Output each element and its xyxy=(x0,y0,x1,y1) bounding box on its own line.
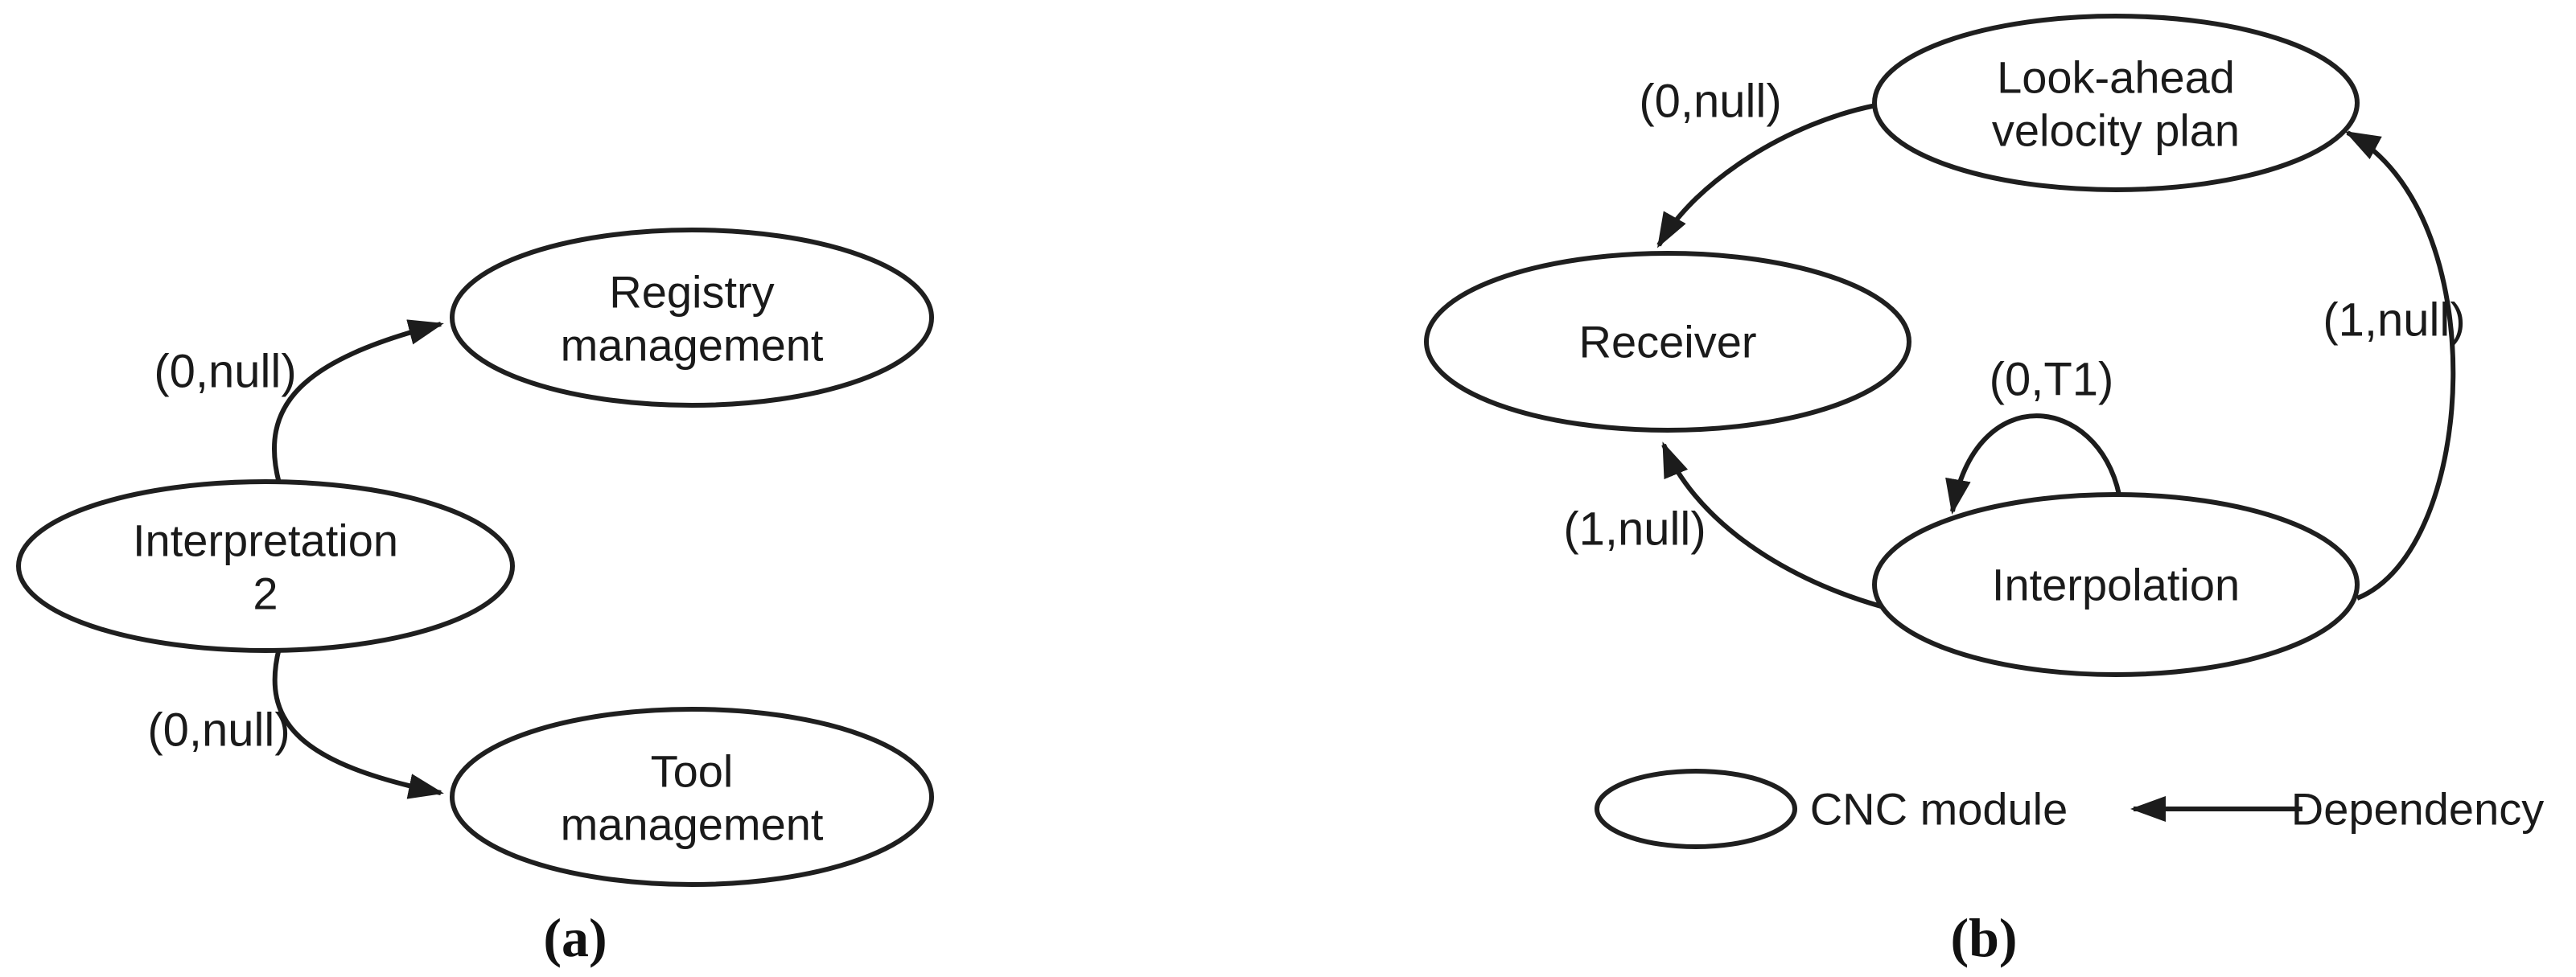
node-receiver-ellipse xyxy=(1424,251,1911,433)
legend-dependency-label: Dependency xyxy=(2291,784,2544,835)
edge-interpolation-to-lookahead xyxy=(2344,130,2456,601)
edge-interpolation-self-loop xyxy=(1945,413,2121,515)
edge-label-interpretation2-to-tool: (0,null) xyxy=(147,704,290,757)
edge-interpretation2-to-registry xyxy=(271,319,444,484)
node-tool-management-label-line2: management xyxy=(561,799,824,850)
edge-interpolation-to-receiver xyxy=(1661,441,1882,609)
node-interpretation2-ellipse xyxy=(16,479,515,653)
edge-label-interpretation2-to-registry: (0,null) xyxy=(154,346,296,398)
node-registry-management-label-line1: Registry xyxy=(609,267,774,318)
edge-label-interpolation-to-receiver: (1,null) xyxy=(1563,503,1706,556)
caption-a: (a) xyxy=(543,907,607,968)
legend: CNC module Dependency xyxy=(1595,769,2544,849)
node-receiver-label: Receiver xyxy=(1579,317,1757,367)
panel-a: (0,null) (0,null) Interpretation 2 Regis… xyxy=(16,228,934,968)
edge-interpretation2-to-tool xyxy=(272,647,444,799)
node-registry-management-ellipse xyxy=(450,228,934,408)
caption-b: (b) xyxy=(1950,907,2017,968)
node-tool-management-label-line1: Tool xyxy=(651,746,734,797)
edge-lookahead-to-receiver xyxy=(1656,103,1877,248)
node-interpretation2-label-line1: Interpretation xyxy=(133,515,398,566)
node-interpolation-ellipse xyxy=(1872,492,2360,677)
edge-label-interpolation-self-loop: (0,T1) xyxy=(1990,354,2114,406)
node-interpolation-label: Interpolation xyxy=(1992,560,2240,610)
node-lookahead-velocity-plan-ellipse xyxy=(1872,14,2360,192)
node-lookahead-velocity-plan-label-line1: Look-ahead xyxy=(1997,52,2235,103)
legend-cnc-module-ellipse xyxy=(1595,769,1797,849)
node-lookahead-velocity-plan-label-line2: velocity plan xyxy=(1992,105,2240,156)
panel-b: (0,null) (1,null) (0,T1) (1,null) Look-a… xyxy=(1424,14,2544,968)
edge-label-lookahead-to-receiver: (0,null) xyxy=(1639,76,1781,128)
node-interpretation2-label-line2: 2 xyxy=(253,569,278,619)
node-tool-management-ellipse xyxy=(450,707,934,887)
legend-cnc-module-label: CNC module xyxy=(1810,784,2068,835)
node-registry-management-label-line2: management xyxy=(561,320,824,371)
edge-label-interpolation-to-lookahead: (1,null) xyxy=(2323,294,2465,347)
